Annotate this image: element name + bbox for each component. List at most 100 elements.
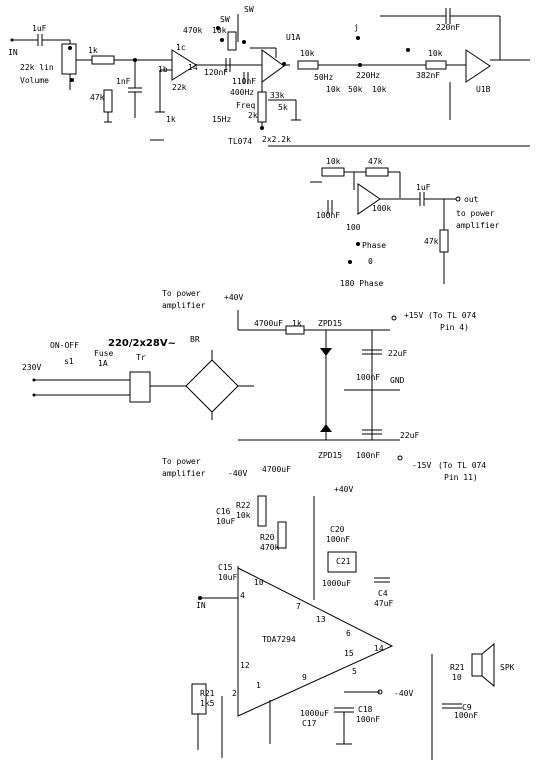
output-stage: 10k 47k 1uF out to power amplifier 100nF… [310,157,500,288]
preamp-section: IN 1uF 22k lin Volume 1k 1nF 47k 1c [8,5,530,147]
pa-c21-label: C21 [336,557,351,566]
c-220nf-label: 220nF [436,23,460,32]
r-1k-input [91,55,115,65]
volume-pot-value: 22k lin [20,63,54,72]
pa-c9-value: 100nF [454,711,478,720]
r-47k-out [365,167,389,177]
r-33k-label: 33k [270,91,285,100]
ps-rail-neg: -15V [412,461,431,470]
r-2k-label: 2k [248,111,258,120]
pa-c17-value: 1000uF [300,709,329,718]
ps-zener-bot-label: ZPD15 [318,451,342,460]
speaker-icon [471,653,483,677]
pa-pin-7: 7 [296,602,301,611]
pa-c16-value: 10uF [216,517,235,526]
phase-label: Phase [362,241,386,250]
volume-pot [61,43,77,75]
pa-r22-value: 10k [236,511,251,520]
opamp-output [357,183,381,215]
pa-r20-value: 470k [260,543,279,552]
u1b-label: U1B [476,85,491,94]
ps-rail-pos: +15V [404,311,423,320]
ic1-label: 1c [176,43,186,52]
ps-c-4700-b-label: 4700uF [262,465,291,474]
out-label: out [464,195,479,204]
pa-c17-label: C17 [302,719,317,728]
pa-spk-r-value: 10 [452,673,462,682]
pa-c21 [327,551,357,573]
ps-trafo-rating: 220/2x28V~ [108,338,176,349]
pa-c9-label: C9 [462,703,472,712]
r-1k-b-label: 1k [166,115,176,124]
opamp-u1b [465,49,491,83]
pa-pin-15: 15 [344,649,354,658]
r-47k-label: 47k [90,93,105,102]
ps-amplifier-top: amplifier [162,301,206,310]
pa-c16-label: C16 [216,507,231,516]
opamp-ic1-buffer [171,49,197,81]
pa-input-label: IN [196,601,206,610]
out-r-100k-label: 100k [372,204,391,213]
pa-r21-label: R21 [200,689,215,698]
pa-r20 [277,521,287,549]
switch-label: SW [220,15,230,24]
r-10k-a [297,60,319,70]
freq-15-label: 15Hz [212,115,231,124]
r-10k-a-label: 10k [300,49,315,58]
r-50k-label: 50k [348,85,363,94]
c-1nf-label: 1nF [116,77,131,86]
preamp-input-label: IN [8,48,18,57]
r-10k-c-label: 10k [372,85,387,94]
dual-pot-label: 2x2.2k [262,135,291,144]
pa-r20-label: R20 [260,533,275,542]
pa-speaker-label: SPK [500,663,515,672]
pa-spk-r-label: R21 [450,663,465,672]
pa-pin-2: 2 [232,689,237,698]
ps-bridge [185,359,239,413]
out-r-47k-label: 47k [368,157,383,166]
pa-c20-label: C20 [330,525,345,534]
r-47k [103,89,113,113]
ps-r-1k-label: 1k [292,319,302,328]
pa-pin-14: 14 [374,644,384,653]
ps-fuse-label: Fuse [94,349,113,358]
ps-c-100nf-a-label: 100nF [356,373,380,382]
pa-r21-value: 1k5 [200,699,215,708]
c-120nf-label: 120nF [204,68,228,77]
label-14: 14 [188,63,198,72]
pa-pin-5: 5 [352,667,357,676]
out-c-100nf-label: 100nF [316,211,340,220]
pa-pin-4: 4 [240,591,245,600]
pa-r21 [191,683,207,715]
pa-c15-value: 10uF [218,573,237,582]
out-terminal [455,196,461,202]
ps-pin-neg: Pin 11) [444,473,478,482]
pa-r22-label: R22 [236,501,251,510]
amplifier-label: amplifier [456,221,500,230]
freq-pot [257,91,267,123]
r-10k-sw-label: 10k [212,26,227,35]
r-470k-label: 470k [183,26,202,35]
r-10k-switch [227,31,237,51]
out-r-10k-label: 10k [326,157,341,166]
ps-bridge-label: BR [190,335,200,344]
ps-mains-voltage: 230V [22,363,41,372]
ps-transformer [129,371,151,403]
pa-pin-12: 12 [240,661,250,670]
pa-pin-6: 6 [346,629,351,638]
ps-v-neg-bot: -40V [228,469,247,478]
power-supply: To power amplifier +40V 4700uF 1k ZPD15 … [22,289,486,482]
out-r-100-label: 100 [346,223,361,232]
ps-to-power-top: To power [162,289,201,298]
ps-to-power-bot: To power [162,457,201,466]
pa-pin-10: 10 [254,578,264,587]
freq-220-label: 220Hz [356,71,380,80]
pa-c20-value: 100nF [326,535,350,544]
tl074-label: TL074 [228,137,252,146]
pa-r22 [257,495,267,527]
ps-s1-label: s1 [64,357,74,366]
ps-mains-switch: ON-OFF [50,341,79,350]
ps-c-22uf-label: 22uF [388,349,407,358]
ps-r-1k [285,325,305,335]
